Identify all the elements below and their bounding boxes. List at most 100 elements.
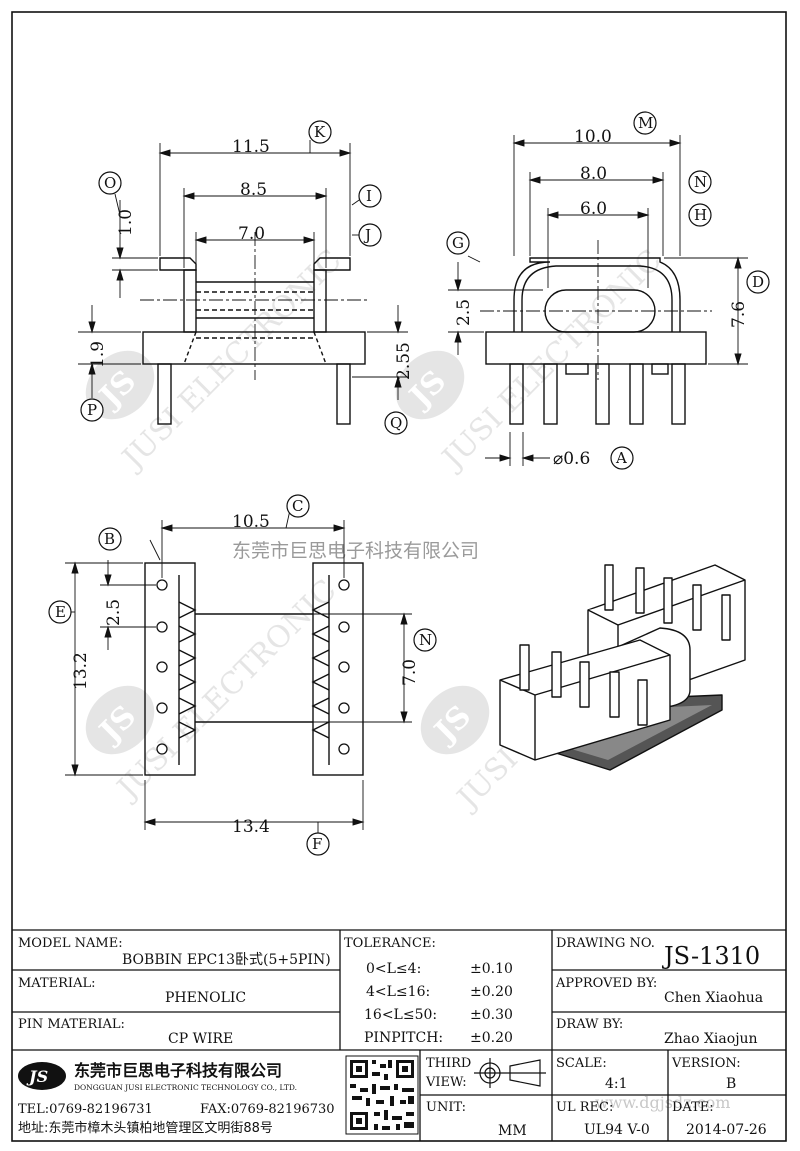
callout-j: J (363, 226, 371, 244)
draw-by-label: DRAW BY: (556, 1017, 623, 1032)
tol-range-3: 16<L≤50: (364, 1007, 437, 1023)
dim-1-0: 1.0 (116, 209, 136, 236)
third-angle-projection-icon (474, 1058, 546, 1088)
flange-left (159, 257, 197, 271)
scale-label: SCALE: (556, 1056, 607, 1071)
qr-code (345, 1055, 419, 1135)
dims-side (448, 135, 748, 466)
callouts-side (446, 111, 770, 470)
unit-value: MM (498, 1123, 527, 1139)
dim-pin-dia: ⌀0.6 (553, 449, 590, 469)
dim-8-5: 8.5 (240, 180, 267, 200)
watermark-logo-4: JS (420, 685, 490, 755)
watermark-logo-3: JS (85, 685, 155, 755)
material-value: PHENOLIC (165, 990, 246, 1006)
callout-q: Q (390, 414, 402, 432)
tolerance-label: TOLERANCE: (344, 936, 436, 951)
model-name-label: MODEL NAME: (18, 936, 123, 951)
company-address: 地址:东莞市樟木头镇柏地管理区文明街88号 (18, 1120, 273, 1136)
view-bottom (144, 562, 364, 776)
callout-k: K (314, 123, 326, 141)
callout-m: M (638, 114, 653, 132)
dims-front (78, 140, 408, 400)
draw-by-value: Zhao Xiaojun (664, 1031, 758, 1047)
tol-value-3: ±0.30 (470, 1007, 513, 1023)
svg-text:JS: JS (26, 1067, 48, 1086)
version-value: B (726, 1076, 736, 1092)
callout-d: D (752, 273, 764, 291)
svg-text:JUSI ELECTRONIC: JUSI ELECTRONIC (434, 243, 669, 478)
dim-7-6: 7.6 (729, 301, 749, 328)
title-block-grid (12, 929, 786, 1141)
tol-value-4: ±0.20 (470, 1030, 513, 1046)
svg-text:JUSI ELECTRONIC: JUSI ELECTRONIC (109, 573, 344, 808)
dim-7-0-bottom: 7.0 (400, 659, 420, 686)
dim-6-0: 6.0 (580, 199, 607, 219)
callouts-bottom (48, 494, 437, 856)
unit-label: UNIT: (426, 1100, 466, 1115)
callout-n: N (694, 173, 707, 191)
pin-material-value: CP WIRE (168, 1031, 233, 1047)
company-name-cn: 东莞市巨思电子科技有限公司 (74, 1061, 282, 1080)
dim-2-5-side: 2.5 (454, 299, 474, 326)
callout-f: F (312, 835, 322, 853)
dim-10-0: 10.0 (574, 127, 612, 147)
callout-n-bottom: N (419, 631, 432, 649)
tol-value-1: ±0.10 (470, 961, 513, 977)
dim-11-5: 11.5 (232, 137, 270, 157)
scale-value: 4:1 (605, 1076, 628, 1092)
dims-bottom (65, 509, 412, 835)
tol-value-2: ±0.20 (470, 984, 513, 1000)
ul-rec-value: UL94 V-0 (584, 1122, 650, 1138)
tol-range-4: PINPITCH: (364, 1030, 443, 1046)
callouts-front (80, 120, 408, 435)
callout-e: E (55, 603, 66, 621)
view-side (480, 240, 712, 425)
pin-front-left (157, 363, 172, 425)
dim-13-4: 13.4 (232, 817, 270, 837)
dim-2-5-bottom: 2.5 (104, 599, 124, 626)
dim-13-2: 13.2 (71, 652, 91, 690)
side-body (513, 257, 681, 332)
dim-1-9: 1.9 (88, 341, 108, 368)
tol-range-2: 4<L≤16: (366, 984, 430, 1000)
date-value: 2014-07-26 (686, 1122, 767, 1138)
callout-p: P (87, 401, 97, 419)
third-view-label-2: VIEW: (425, 1075, 467, 1090)
bottom-pin-holes (156, 579, 350, 755)
company-fax: FAX:0769-82196730 (200, 1102, 335, 1117)
model-name-value: BOBBIN EPC13卧式(5+5PIN) (122, 952, 331, 968)
version-label: VERSION: (671, 1056, 741, 1071)
bottom-left-rail (144, 562, 196, 776)
callout-a: A (615, 449, 627, 467)
view-isometric (499, 564, 746, 771)
ul-rec-label: UL REC: (556, 1100, 613, 1115)
approved-by-value: Chen Xiaohua (664, 990, 763, 1006)
drawing-no-label: DRAWING NO. (556, 936, 655, 951)
view-front (140, 232, 370, 425)
approved-by-label: APPROVED BY: (555, 976, 657, 991)
callout-o: O (104, 174, 116, 192)
watermark-site: www.dgjsdz.com (595, 1093, 730, 1112)
material-label: MATERIAL: (18, 976, 95, 991)
callout-c: C (292, 497, 303, 515)
dim-7-0-front: 7.0 (238, 224, 265, 244)
dim-2-55: 2.55 (394, 342, 414, 380)
bottom-right-rail (312, 562, 364, 776)
dim-8-0: 8.0 (580, 164, 607, 184)
base-front (142, 331, 366, 365)
dim-10-5: 10.5 (232, 512, 270, 532)
third-view-label-1: THIRD (426, 1056, 471, 1071)
pin-material-label: PIN MATERIAL: (18, 1017, 125, 1032)
drawing-no-value: JS-1310 (661, 942, 760, 970)
watermark-company-cn: 东莞市巨思电子科技有限公司 (232, 540, 479, 562)
callout-i: I (366, 187, 372, 205)
callout-h: H (694, 206, 707, 224)
callout-b: B (104, 530, 115, 548)
date-label: DATE: (672, 1100, 714, 1115)
tol-range-1: 0<L≤4: (366, 961, 421, 977)
company-logo: JS (18, 1062, 66, 1090)
callout-g: G (452, 234, 464, 252)
watermark-logo-2: JS (395, 350, 465, 420)
